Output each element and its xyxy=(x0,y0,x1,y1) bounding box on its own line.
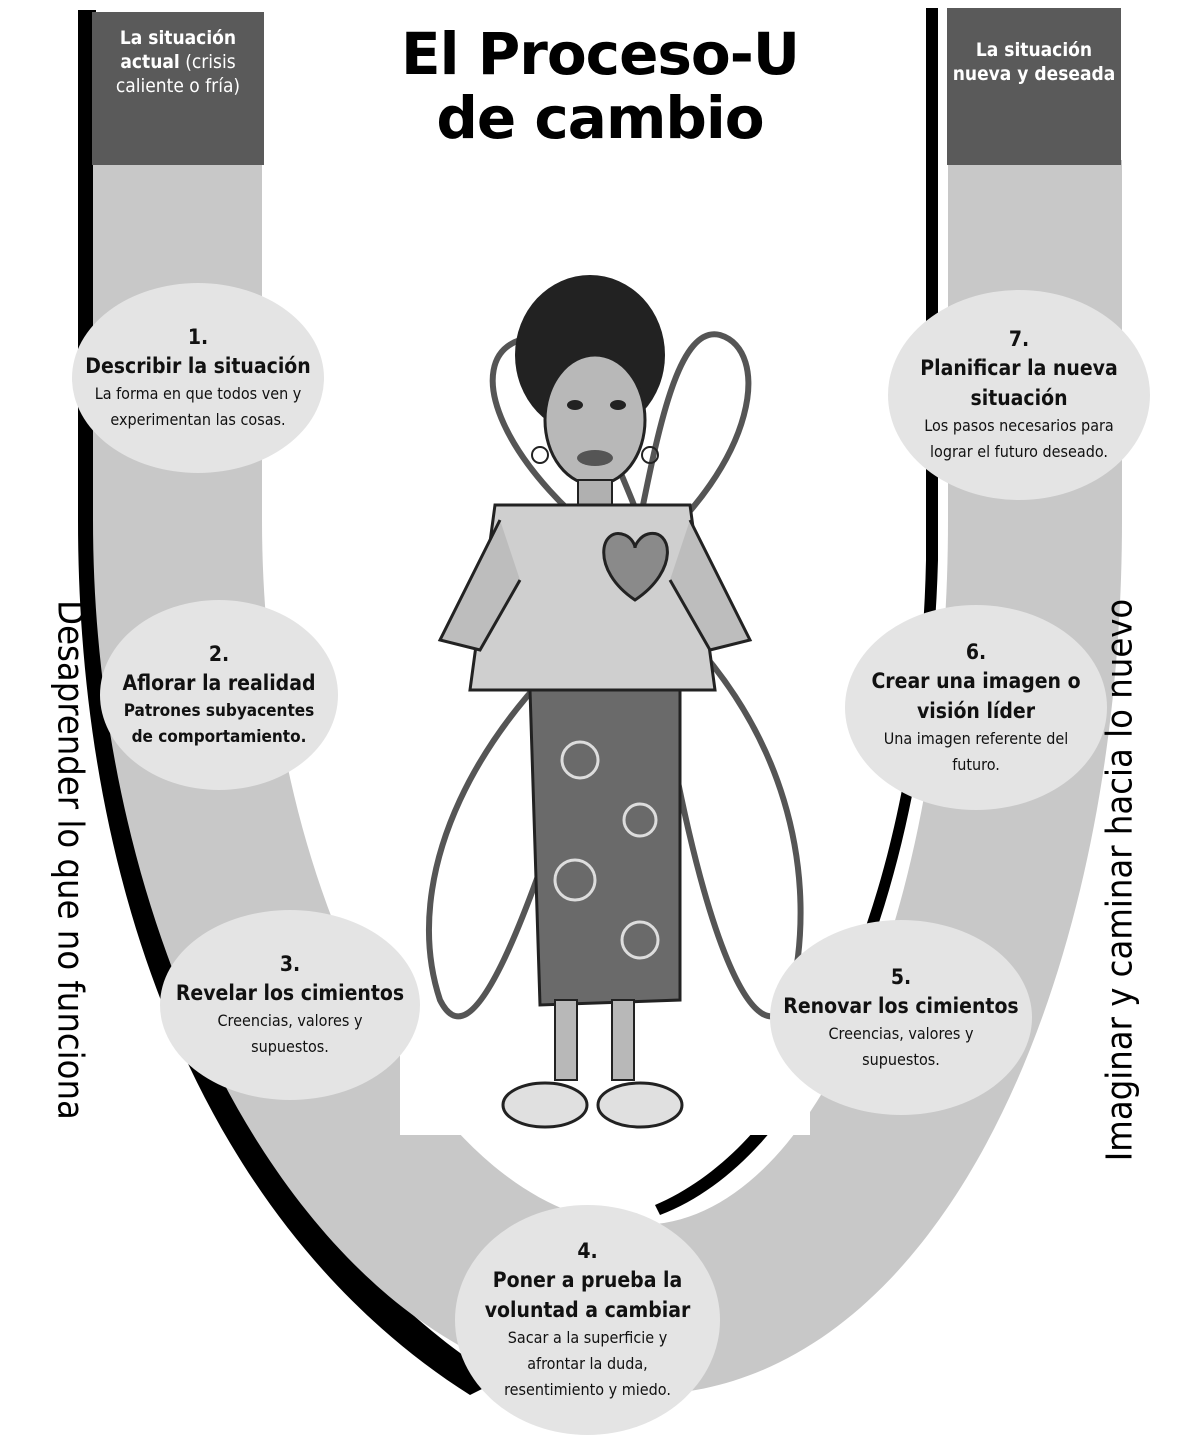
step-description: Creencias, valores y supuestos. xyxy=(217,1011,363,1056)
step-number: 5. xyxy=(890,964,912,989)
current-situation-label: La situación actual xyxy=(119,27,237,73)
step-5: 5. Renovar los cimientos Creencias, valo… xyxy=(770,920,1032,1115)
step-number: 1. xyxy=(187,325,209,349)
step-description: Patrones subyacentes de comportamiento. xyxy=(123,701,315,747)
step-number: 4. xyxy=(577,1239,598,1263)
step-number: 7. xyxy=(1008,327,1030,351)
step-4: 4. Poner a prueba la voluntad a cambiar … xyxy=(455,1205,720,1435)
step-description: Sacar a la superficie y afrontar la duda… xyxy=(504,1328,671,1399)
step-description: La forma en que todos ven y experimentan… xyxy=(94,384,302,429)
step-name: Poner a prueba la voluntad a cambiar xyxy=(484,1268,691,1322)
imagine-label: Imaginar y caminar hacia lo nuevo xyxy=(1099,598,1141,1162)
current-situation-note: (crisis caliente o fría) xyxy=(115,51,241,97)
step-name: Renovar los cimientos xyxy=(783,993,1019,1018)
step-name: Planificar la nueva situación xyxy=(920,356,1118,410)
new-situation-label: La situación nueva y deseada xyxy=(952,39,1116,85)
step-6: 6. Crear una imagen o visión líder Una i… xyxy=(845,605,1107,810)
current-situation-header: La situación actual (crisis caliente o f… xyxy=(92,12,264,165)
step-7: 7. Planificar la nueva situación Los pas… xyxy=(888,290,1150,500)
step-name: Aflorar la realidad xyxy=(122,671,316,695)
step-number: 2. xyxy=(208,642,230,666)
step-1: 1. Describir la situación La forma en qu… xyxy=(72,283,324,473)
step-number: 3. xyxy=(279,952,301,976)
step-name: Describir la situación xyxy=(85,354,311,378)
step-name: Crear una imagen o visión líder xyxy=(871,668,1081,723)
step-description: Los pasos necesarios para lograr el futu… xyxy=(924,416,1114,461)
unlearn-label: Desaprender lo que no funciona xyxy=(49,600,91,1120)
new-situation-header: La situación nueva y deseada xyxy=(947,8,1121,165)
step-name: Revelar los cimientos xyxy=(175,981,405,1005)
page-title: El Proceso-U de cambio xyxy=(401,20,800,152)
woman-with-heart-illustration xyxy=(400,265,810,1135)
step-description: Una imagen referente del futuro. xyxy=(883,728,1069,774)
step-3: 3. Revelar los cimientos Creencias, valo… xyxy=(160,910,420,1100)
step-number: 6. xyxy=(965,639,987,664)
step-2: 2. Aflorar la realidad Patrones subyacen… xyxy=(100,600,338,790)
step-description: Creencias, valores y supuestos. xyxy=(828,1023,974,1069)
